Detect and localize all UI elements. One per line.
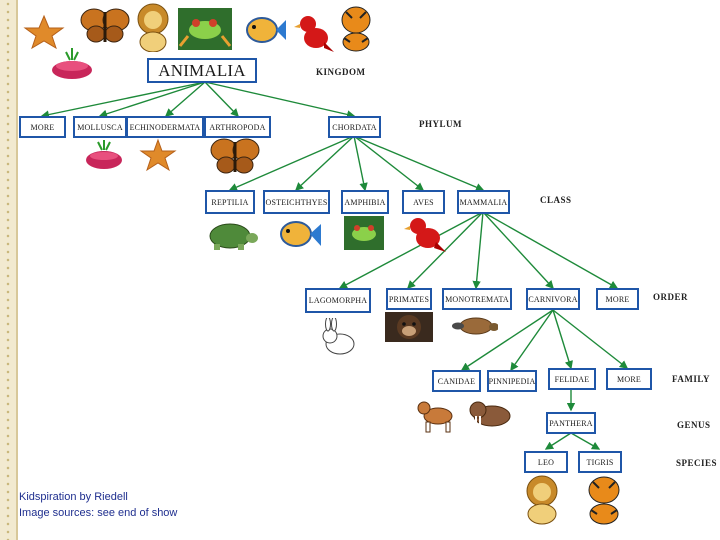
fish-image: [280, 221, 321, 247]
order-box-primates[interactable]: PRIMATES: [386, 288, 432, 310]
lion-image: [526, 475, 558, 525]
walrus-image: [469, 401, 511, 427]
family-box-more[interactable]: MORE: [606, 368, 652, 390]
class-box-osteichthyes[interactable]: OSTEICHTHYES: [263, 190, 330, 214]
turtle-image: [209, 223, 258, 250]
starfish-image: [23, 14, 65, 50]
rank-label-species: SPECIES: [676, 458, 718, 468]
rank-label-phylum: PHYLUM: [419, 119, 462, 129]
credits-line-kidspiration: Kidspiration by Riedell: [19, 491, 128, 503]
credits-text: Kidspiration by Riedell Image sources: s…: [19, 489, 177, 521]
family-box-pinnipedia[interactable]: PINNIPEDIA: [487, 370, 537, 392]
tiger-image: [341, 6, 371, 52]
chimpanzee-photo: [385, 312, 433, 342]
rank-label-class: CLASS: [540, 195, 572, 205]
family-box-canidae[interactable]: CANIDAE: [432, 370, 481, 392]
kingdom-box-animalia[interactable]: ANIMALIA: [147, 58, 257, 83]
rank-label-order: ORDER: [653, 292, 689, 302]
cardinal-image: [294, 16, 334, 52]
class-box-reptilia[interactable]: REPTILIA: [205, 190, 255, 214]
species-box-leo[interactable]: LEO: [524, 451, 568, 473]
dog-image: [417, 401, 453, 433]
class-box-aves[interactable]: AVES: [402, 190, 445, 214]
rabbit-image: [322, 318, 355, 355]
order-box-lagomorpha[interactable]: LAGOMORPHA: [305, 288, 371, 313]
fish-image: [246, 17, 286, 43]
sea-anemone-image: [52, 48, 92, 79]
phylum-box-echinodermata[interactable]: ECHINODERMATA: [126, 116, 204, 138]
starfish-image: [139, 138, 177, 172]
class-box-amphibia[interactable]: AMPHIBIA: [341, 190, 389, 214]
order-box-monotremata[interactable]: MONOTREMATA: [442, 288, 512, 310]
order-box-carnivora[interactable]: CARNIVORA: [526, 288, 580, 310]
rank-label-family: FAMILY: [672, 374, 711, 384]
family-box-felidae[interactable]: FELIDAE: [548, 368, 596, 390]
rank-label-genus: GENUS: [677, 420, 711, 430]
credits-line-image-sources: Image sources: see end of show: [19, 507, 178, 519]
phylum-box-mollusca[interactable]: MOLLUSCA: [73, 116, 127, 138]
order-box-more[interactable]: MORE: [596, 288, 639, 310]
class-box-mammalia[interactable]: MAMMALIA: [457, 190, 510, 214]
butterfly-image: [210, 138, 260, 174]
lion-image: [137, 3, 169, 52]
frog-photo: [178, 8, 232, 50]
notebook-binding: [0, 0, 18, 540]
genus-box-panthera[interactable]: PANTHERA: [546, 412, 596, 434]
phylum-box-chordata[interactable]: CHORDATA: [328, 116, 381, 138]
butterfly-image: [80, 8, 130, 43]
rank-label-kingdom: KINGDOM: [316, 67, 366, 77]
phylum-box-arthropoda[interactable]: ARTHROPODA: [204, 116, 271, 138]
sea-anemone-image: [86, 140, 122, 169]
species-box-tigris[interactable]: TIGRIS: [578, 451, 622, 473]
cardinal-image: [404, 218, 446, 252]
platypus-image: [452, 317, 498, 335]
frog-photo: [344, 216, 384, 250]
tiger-image: [588, 476, 620, 525]
phylum-box-more[interactable]: MORE: [19, 116, 66, 138]
